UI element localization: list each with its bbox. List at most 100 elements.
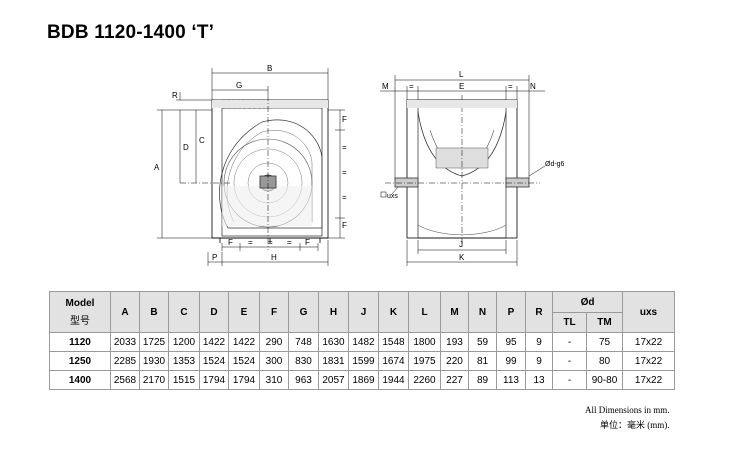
cell-tm: 80 [585, 351, 624, 371]
front-view-labels: B G R D C A F F F F = = = = = = P H [154, 64, 347, 262]
dim-label-f-left: F [228, 238, 233, 247]
header-col-g: G [288, 291, 319, 333]
cell-r: 9 [525, 351, 553, 371]
cell-k: 1548 [378, 332, 409, 352]
dim-label-eq-2: = [268, 238, 273, 247]
units-note-cn: 单位：毫米 (mm). [600, 420, 670, 430]
dimensions-table: Model 型号 A B C D E F G H J K L M N P R Ø… [49, 291, 676, 390]
header-col-f: F [259, 291, 289, 333]
cell-j: 1599 [348, 351, 379, 371]
header-col-k: K [378, 291, 409, 333]
dim-label-f-top: F [342, 115, 347, 124]
cell-g: 830 [288, 351, 319, 371]
cell-d: 1794 [199, 370, 229, 390]
cell-uxs: 17x22 [622, 370, 676, 390]
dim-label-b: B [267, 64, 272, 73]
cell-m: 220 [440, 351, 469, 371]
units-note-en: All Dimensions in mm. [585, 405, 670, 415]
header-col-p: P [496, 291, 526, 333]
cell-h: 1630 [318, 332, 349, 352]
technical-drawings: B G R D C A F F F F = = = = = = P H [154, 64, 565, 266]
cell-m: 227 [440, 370, 469, 390]
cell-k: 1674 [378, 351, 409, 371]
cell-b: 1725 [139, 332, 169, 352]
cell-l: 1975 [408, 351, 441, 371]
cell-f: 300 [259, 351, 289, 371]
cell-r: 13 [525, 370, 553, 390]
header-col-r: R [525, 291, 553, 333]
cell-f: 310 [259, 370, 289, 390]
header-col-b: B [139, 291, 169, 333]
header-col-n: N [468, 291, 497, 333]
dim-label-r: R [172, 91, 178, 100]
cell-g: 963 [288, 370, 319, 390]
header-col-l: L [408, 291, 441, 333]
cell-g: 748 [288, 332, 319, 352]
cell-m: 193 [440, 332, 469, 352]
dim-label-m: M [382, 82, 389, 91]
dim-label-h: H [271, 253, 277, 262]
side-view-labels: L M E N = = J K Ød-g6 uxs [380, 70, 565, 262]
cell-e: 1524 [228, 351, 260, 371]
dim-label-f-bottom: F [342, 221, 347, 230]
cell-h: 2057 [318, 370, 349, 390]
cell-p: 99 [496, 351, 526, 371]
table-body: 1120 2033 1725 1200 1422 1422 290 748 16… [49, 332, 676, 390]
cell-e: 1794 [228, 370, 260, 390]
cell-j: 1482 [348, 332, 379, 352]
cell-a: 2285 [110, 351, 140, 371]
cell-model: 1400 [49, 370, 111, 390]
front-view-drawing [180, 95, 329, 250]
cell-n: 89 [468, 370, 497, 390]
dim-label-d: D [183, 143, 189, 152]
dim-label-k: K [459, 253, 465, 262]
cell-c: 1515 [168, 370, 200, 390]
header-model-cn: 型号 [70, 315, 90, 327]
table-row: 1120 2033 1725 1200 1422 1422 290 748 16… [49, 332, 676, 352]
table-row: 1400 2568 2170 1515 1794 1794 310 963 20… [49, 370, 676, 390]
dim-label-f-right: F [305, 238, 310, 247]
cell-c: 1353 [168, 351, 200, 371]
dim-label-eq-6: = [342, 193, 347, 202]
cell-n: 59 [468, 332, 497, 352]
cell-n: 81 [468, 351, 497, 371]
cell-uxs: 17x22 [622, 351, 676, 371]
header-tl: TL [552, 312, 587, 333]
dim-label-p: P [212, 253, 217, 262]
cell-b: 1930 [139, 351, 169, 371]
table-row: 1250 2285 1930 1353 1524 1524 300 830 18… [49, 351, 676, 371]
dim-label-eq-5: = [342, 168, 347, 177]
cell-tm: 90-80 [585, 370, 624, 390]
cell-e: 1422 [228, 332, 260, 352]
dim-label-j: J [459, 240, 463, 249]
header-col-a: A [110, 291, 140, 333]
dim-label-eq-7: = [409, 82, 414, 91]
dim-label-g: G [236, 81, 242, 90]
cell-uxs: 17x22 [622, 332, 676, 352]
key-square-icon [380, 191, 387, 198]
cell-k: 1944 [378, 370, 409, 390]
cell-a: 2033 [110, 332, 140, 352]
cell-c: 1200 [168, 332, 200, 352]
cell-tl: - [552, 351, 587, 371]
dim-label-l: L [459, 70, 464, 79]
page-title: BDB 1120-1400 ‘T’ [47, 22, 215, 43]
dim-label-eq-3: = [287, 238, 292, 247]
dim-label-a: A [154, 163, 160, 172]
header-col-h: H [318, 291, 349, 333]
header-shaft-diameter: Ød [551, 291, 624, 313]
header-col-m: M [440, 291, 469, 333]
shaft-diameter-label: Ød-g6 [545, 161, 565, 168]
cell-h: 1831 [318, 351, 349, 371]
cell-model: 1120 [49, 332, 111, 352]
cell-p: 113 [496, 370, 526, 390]
dim-label-eq-8: = [508, 82, 513, 91]
cell-d: 1422 [199, 332, 229, 352]
header-uxs: uxs [622, 291, 676, 333]
cell-tl: - [552, 370, 587, 390]
cell-p: 95 [496, 332, 526, 352]
cell-model: 1250 [49, 351, 111, 371]
cell-l: 1800 [408, 332, 441, 352]
header-col-c: C [168, 291, 200, 333]
header-col-d: D [199, 291, 229, 333]
